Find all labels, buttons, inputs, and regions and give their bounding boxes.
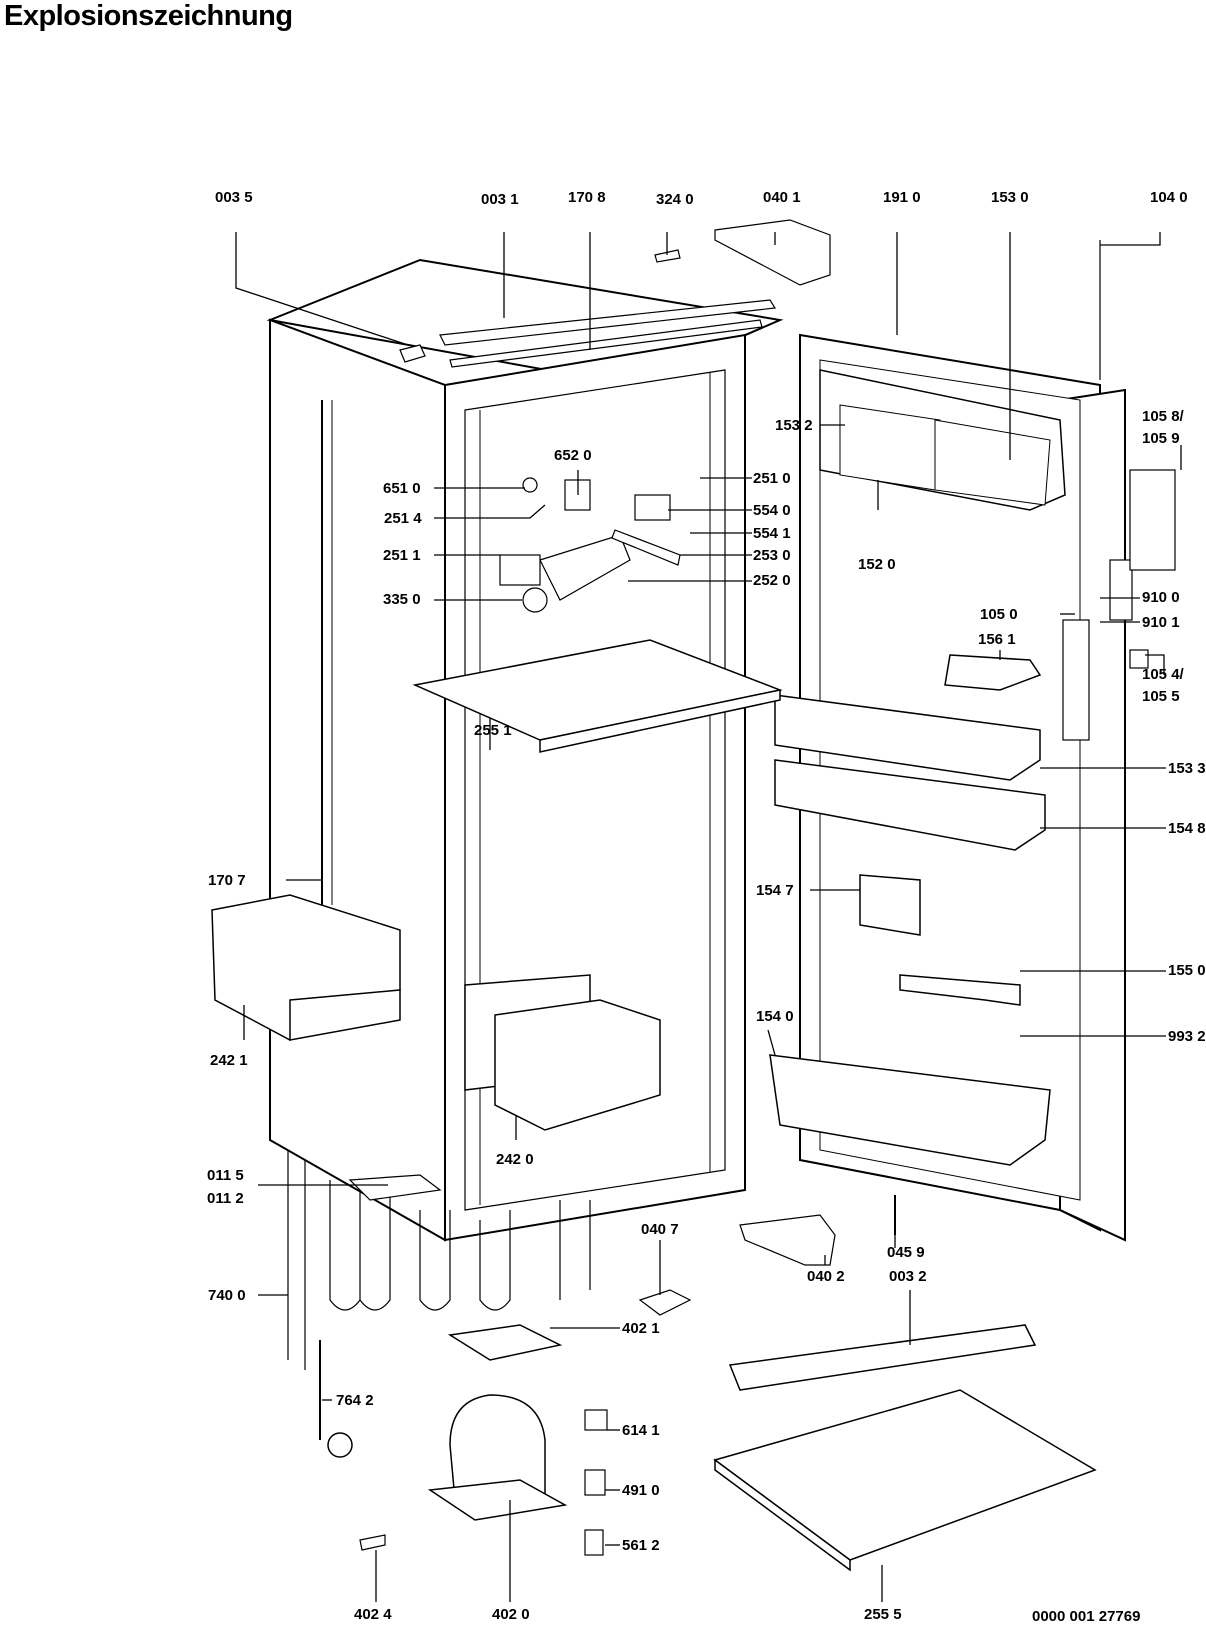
top-hinge [714, 219, 831, 286]
bottom-plate-and-glass [713, 1324, 1097, 1572]
part-label-1550: 155 0 [1168, 962, 1206, 979]
part-label-7642: 764 2 [336, 1392, 374, 1409]
part-label-9101: 910 1 [1142, 614, 1180, 631]
part-label-1533: 153 3 [1168, 760, 1206, 777]
part-label-2510: 251 0 [753, 470, 791, 487]
part-label-2420: 242 0 [496, 1151, 534, 1168]
page-title: Explosionszeichnung [4, 0, 293, 32]
part-label-4024: 402 4 [354, 1606, 392, 1623]
part-label-6510: 651 0 [383, 480, 421, 497]
part-label-6141: 614 1 [622, 1422, 660, 1439]
part-label-1548: 154 8 [1168, 820, 1206, 837]
leader-lines [235, 232, 1182, 1602]
part-label-2551: 255 1 [474, 722, 512, 739]
part-label-4910: 491 0 [622, 1482, 660, 1499]
part-label-1058: 105 8/ [1142, 408, 1184, 425]
part-label-1520: 152 0 [858, 556, 896, 573]
part-label-9932: 993 2 [1168, 1028, 1206, 1045]
part-label-2530: 253 0 [753, 547, 791, 564]
part-label-0402: 040 2 [807, 1268, 845, 1285]
part-label-2514: 251 4 [384, 510, 422, 527]
part-label-2421: 242 1 [210, 1052, 248, 1069]
part-label-0031: 003 1 [481, 191, 519, 208]
part-label-1707: 170 7 [208, 872, 246, 889]
part-label-1055: 105 5 [1142, 688, 1180, 705]
part-label-0115: 011 5 [207, 1167, 244, 1184]
inner-crisper [464, 974, 661, 1131]
part-label-0401: 040 1 [763, 189, 801, 206]
part-label-2555: 255 5 [864, 1606, 902, 1623]
door-side-components [1062, 469, 1176, 741]
part-label-3240: 324 0 [656, 191, 694, 208]
part-label-1059: 105 9 [1142, 430, 1180, 447]
side-crisper [211, 400, 401, 1041]
part-label-0032: 003 2 [889, 1268, 927, 1285]
compressor [319, 1324, 568, 1521]
part-label-5540: 554 0 [753, 502, 791, 519]
small-parts [348, 1174, 896, 1556]
part-label-1547: 154 7 [756, 882, 794, 899]
top-rails [399, 249, 777, 368]
part-label-2511: 251 1 [383, 547, 421, 564]
door-shelves [769, 369, 1066, 1166]
part-label-5612: 561 2 [622, 1537, 660, 1554]
part-label-4020: 402 0 [492, 1606, 530, 1623]
part-label-6520: 652 0 [554, 447, 592, 464]
part-label-1708: 170 8 [568, 189, 606, 206]
part-label-5541: 554 1 [753, 525, 791, 542]
part-label-7400: 740 0 [208, 1287, 246, 1304]
glass-shelf [412, 639, 783, 753]
part-label-1532: 153 2 [775, 417, 813, 434]
part-label-3350: 335 0 [383, 591, 421, 608]
part-label-0112: 011 2 [207, 1190, 244, 1207]
part-label-1540: 154 0 [756, 1008, 794, 1025]
part-label-0407: 040 7 [641, 1221, 679, 1238]
part-label-0035: 003 5 [215, 189, 253, 206]
part-label-9100: 910 0 [1142, 589, 1180, 606]
part-label-1054: 105 4/ [1142, 666, 1184, 683]
part-label-2520: 252 0 [753, 572, 791, 589]
part-label-1561: 156 1 [978, 631, 1016, 648]
part-label-4021: 402 1 [622, 1320, 660, 1337]
part-label-1530: 153 0 [991, 189, 1029, 206]
part-label-1040: 104 0 [1150, 189, 1188, 206]
part-label-0459: 045 9 [887, 1244, 925, 1261]
part-label-1050: 105 0 [980, 606, 1018, 623]
document-id: 0000 001 27769 [1032, 1608, 1141, 1625]
part-label-1910: 191 0 [883, 189, 921, 206]
